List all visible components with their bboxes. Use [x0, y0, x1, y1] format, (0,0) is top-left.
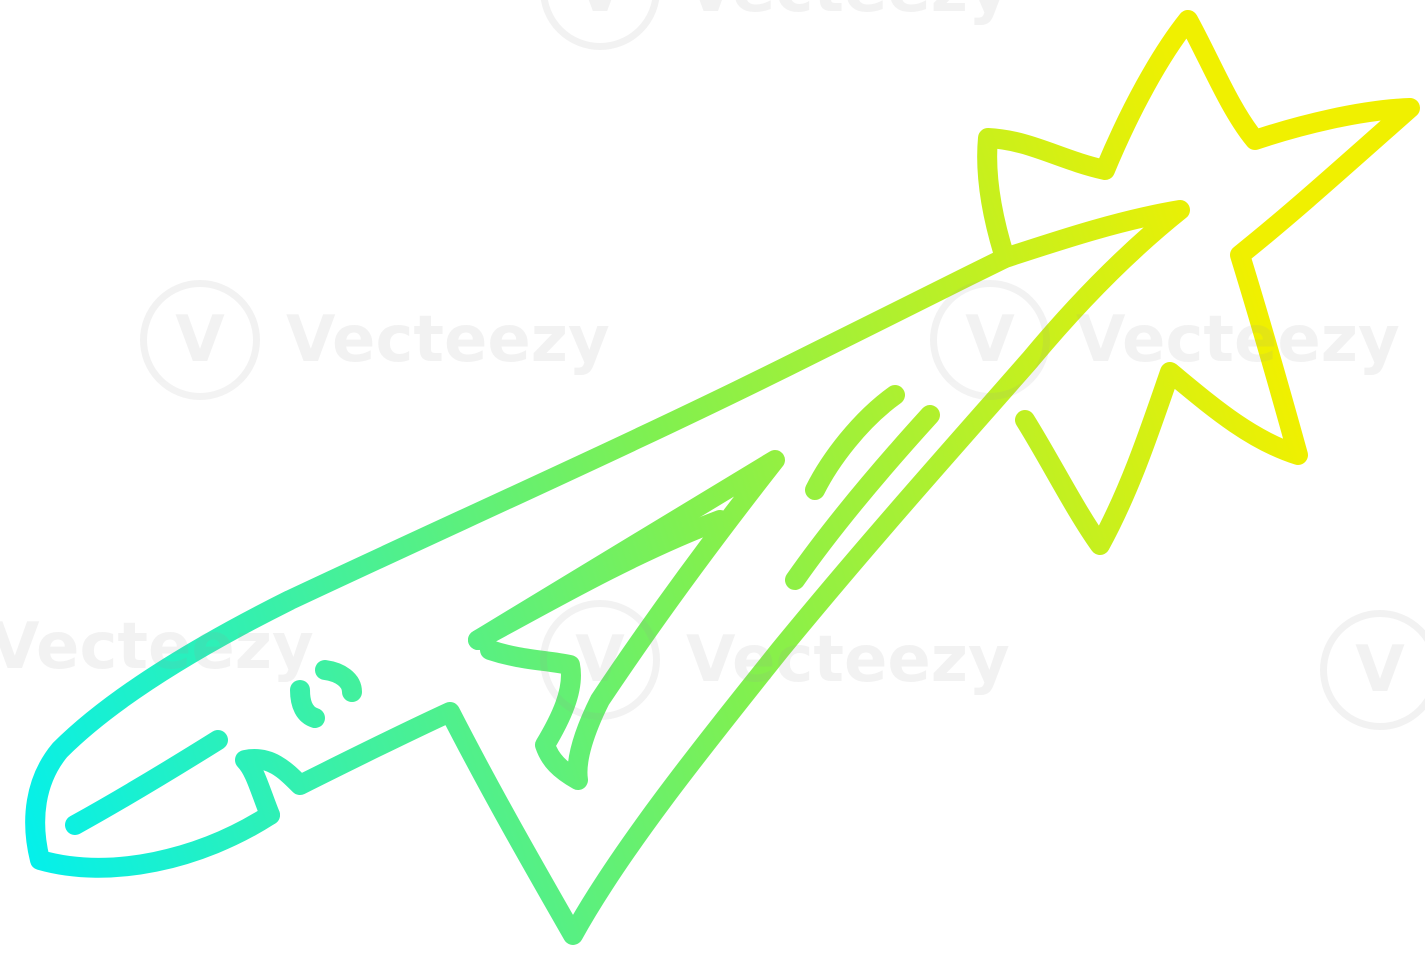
speed-line-2: [785, 405, 940, 590]
tip-mark-3: [65, 730, 228, 835]
speed-line-1: [805, 385, 905, 500]
tail-inner-line: [468, 510, 730, 650]
tail-inner-notch: [468, 450, 785, 790]
tail-upper-edge: [25, 248, 1015, 878]
tip-mark-2: [315, 660, 362, 702]
tip-mark-1: [290, 680, 325, 728]
star-outline: [977, 10, 1420, 555]
tail-lower-edge: [235, 200, 1190, 945]
